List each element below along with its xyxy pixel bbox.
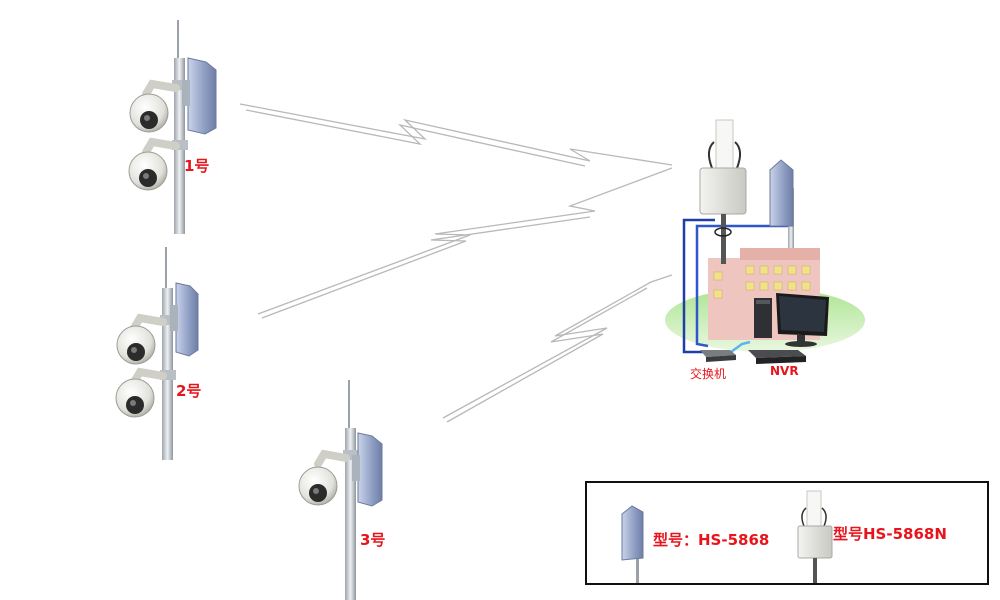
cable: [682, 218, 715, 354]
wireless-links: [239, 103, 673, 423]
wireless-link-2: [257, 167, 673, 315]
wireless-link-1: [239, 103, 673, 166]
legend-item-1-label: 型号：HS-5868: [653, 531, 770, 549]
dome-camera-icon: [116, 313, 167, 365]
pole: [345, 428, 356, 600]
panel-antenna-icon: [170, 282, 199, 357]
legend-icons: [621, 490, 833, 583]
nvr-icon: [748, 350, 806, 364]
cable: [695, 224, 790, 348]
panel-antenna-icon: [182, 57, 217, 135]
panel-antenna-icon: [621, 505, 644, 583]
dome-camera-icon: [298, 449, 350, 506]
enclosure-antenna-icon: [699, 119, 747, 264]
station-label-1: 1号: [184, 157, 210, 175]
station-label-2: 2号: [176, 382, 202, 400]
enclosure-antenna-icon: [797, 490, 833, 583]
wireless-link-3: [442, 274, 673, 419]
nvr-label: NVR: [770, 364, 799, 378]
pc-tower-icon: [754, 298, 772, 338]
station-label-3: 3号: [360, 531, 386, 549]
cable: [730, 340, 751, 354]
central-hub: [665, 119, 865, 364]
legend-item-2-label: 型号HS-5868N: [833, 525, 947, 543]
switch-label: 交换机: [690, 367, 727, 381]
dome-camera-icon: [115, 367, 167, 418]
switch-icon: [700, 350, 736, 362]
dome-camera-icon: [129, 79, 180, 133]
station-3: [298, 380, 383, 600]
dome-camera-icon: [128, 137, 180, 191]
panel-antenna-icon: [769, 159, 794, 248]
station-2: [115, 247, 199, 460]
monitor-icon: [776, 293, 829, 347]
legend: 型号：HS-5868 型号HS-5868N: [585, 481, 989, 585]
station-1: [128, 20, 217, 234]
panel-antenna-icon: [352, 432, 383, 507]
